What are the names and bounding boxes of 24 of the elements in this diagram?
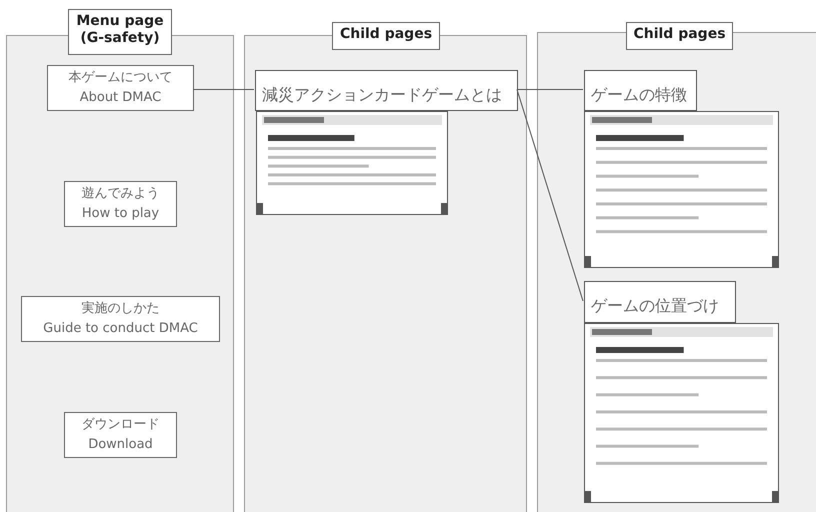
- page-title: 減災アクションカードゲームとは: [262, 84, 503, 106]
- connector-line: [516, 89, 584, 90]
- menu-item-text: About DMAC: [78, 89, 162, 107]
- menu-item-text: 本ゲームについて: [68, 69, 174, 87]
- page-title: ゲームの特徴: [591, 84, 688, 106]
- page-title-box: [584, 70, 697, 111]
- column-heading: Menu page (G-safety): [68, 9, 172, 55]
- menu-item-text: Guide to conduct DMAC: [42, 320, 199, 338]
- connector-line: [192, 89, 254, 90]
- page-title: ゲームの位置づけ: [591, 295, 720, 317]
- menu-item-text: ダウンロード: [80, 416, 160, 434]
- page-title-box: [584, 281, 736, 323]
- column-heading: Child pages: [626, 22, 733, 50]
- page-title-box: [255, 70, 518, 111]
- menu-item-text: 実施のしかた: [80, 300, 160, 318]
- menu-item-box: [64, 181, 177, 227]
- menu-item-text: How to play: [80, 205, 160, 223]
- connector-line: [516, 89, 584, 302]
- menu-item-box: [47, 65, 194, 111]
- menu-item-box: [21, 296, 220, 342]
- menu-item-text: 遊んでみよう: [80, 185, 160, 203]
- menu-item-text: Download: [87, 436, 154, 454]
- menu-item-box: [64, 412, 177, 458]
- column-heading: Child pages: [332, 22, 440, 50]
